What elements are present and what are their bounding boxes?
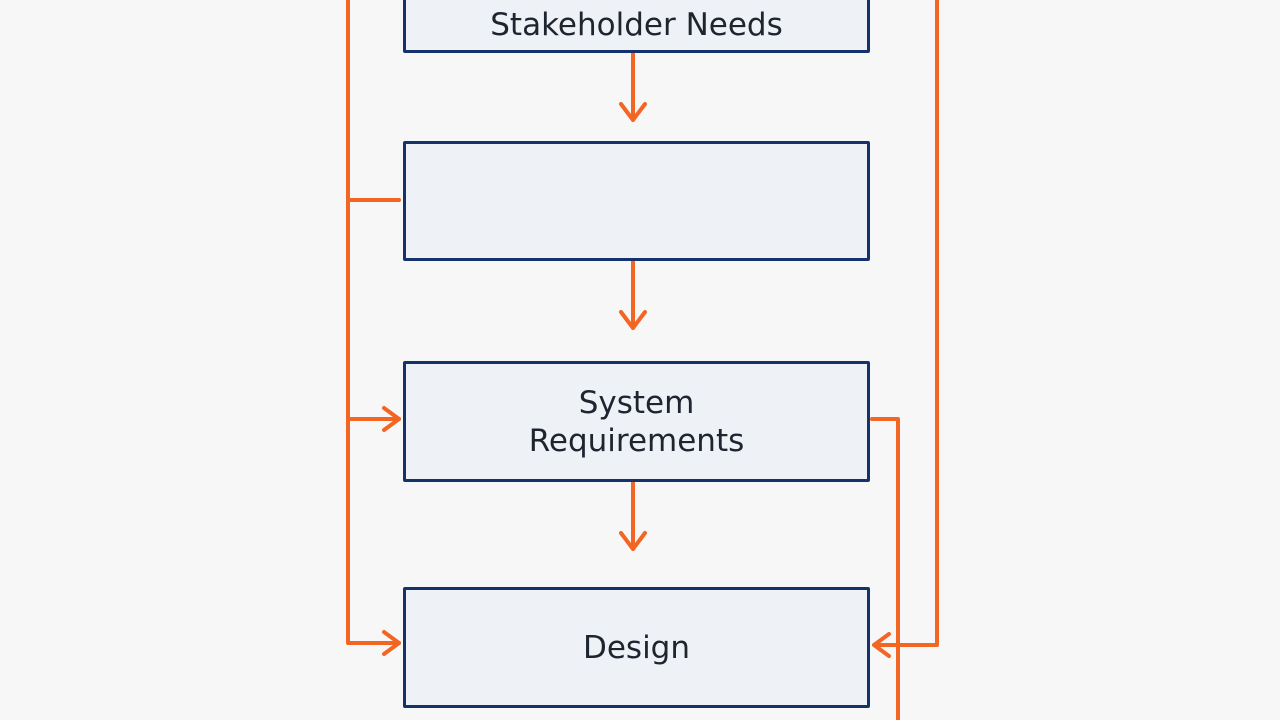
right-feedback-line xyxy=(872,0,939,658)
box-empty xyxy=(403,141,870,261)
requirements-output-line xyxy=(870,417,900,720)
box-label: Stakeholder Needs xyxy=(490,7,783,43)
box-label: Design xyxy=(582,629,691,666)
box-stakeholder-needs: Stakeholder Needs xyxy=(403,0,870,53)
left-arrowhead-design xyxy=(382,630,401,656)
box-system-requirements: System Requirements xyxy=(403,361,870,482)
arrow-needs-to-box2 xyxy=(619,52,647,122)
arrow-requirements-to-design xyxy=(619,481,647,551)
left-arrowhead-requirements xyxy=(382,406,401,432)
box-label: System Requirements xyxy=(528,384,745,459)
left-feedback-line xyxy=(346,0,401,645)
arrow-box2-to-requirements xyxy=(619,260,647,330)
box-design: Design xyxy=(403,587,870,708)
